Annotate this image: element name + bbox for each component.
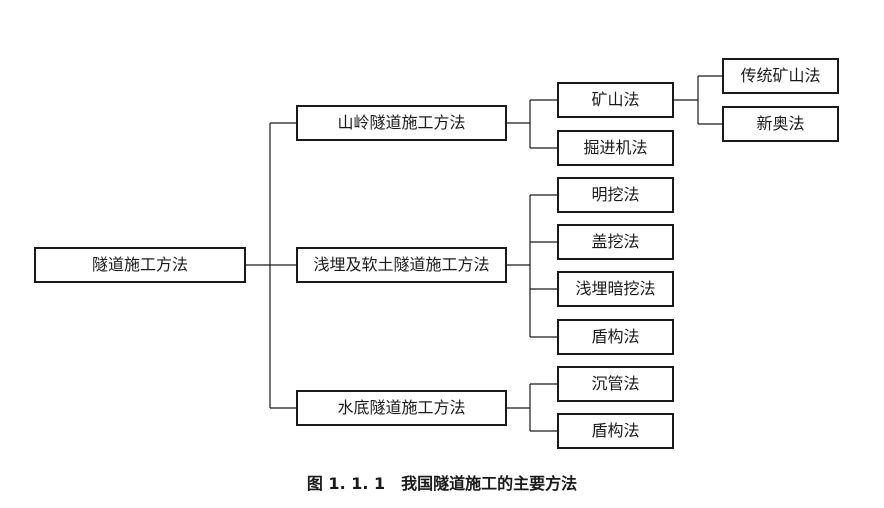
node-natm-label: 新奥法 — [756, 114, 804, 133]
node-traditional-mining-label: 传统矿山法 — [740, 66, 820, 85]
node-root: 隧道施工方法 — [34, 247, 246, 283]
node-tbm-method: 掘进机法 — [557, 130, 674, 166]
node-mining-method: 矿山法 — [557, 82, 674, 118]
connector-shallow — [506, 194, 558, 338]
node-cover-and-cut-label: 盖挖法 — [591, 232, 639, 251]
node-shallow-undercutting: 浅埋暗挖法 — [557, 271, 674, 307]
connector-mining — [673, 75, 723, 125]
connector-root — [245, 122, 297, 409]
node-cut-and-cover-label: 明挖法 — [591, 185, 639, 204]
node-natm: 新奥法 — [722, 106, 839, 142]
node-mountain-tunnel: 山岭隧道施工方法 — [296, 105, 507, 141]
node-cut-and-cover: 明挖法 — [557, 177, 674, 213]
tunnel-method-tree: 隧道施工方法 山岭隧道施工方法 浅埋及软土隧道施工方法 水底隧道施工方法 矿山法… — [34, 58, 839, 449]
node-root-label: 隧道施工方法 — [92, 255, 188, 274]
connector-underwater — [506, 383, 558, 432]
node-shield-method-shallow: 盾构法 — [557, 319, 674, 355]
node-traditional-mining: 传统矿山法 — [722, 58, 839, 94]
node-shield-method-shallow-label: 盾构法 — [591, 327, 639, 346]
node-cover-and-cut: 盖挖法 — [557, 224, 674, 260]
node-shield-method-underwater-label: 盾构法 — [591, 421, 639, 440]
node-shallow-undercutting-label: 浅埋暗挖法 — [575, 279, 655, 298]
node-mountain-tunnel-label: 山岭隧道施工方法 — [337, 113, 465, 132]
node-shield-method-underwater: 盾构法 — [557, 413, 674, 449]
figure-caption: 图 1. 1. 1 我国隧道施工的主要方法 — [306, 474, 578, 493]
connector-mountain — [506, 99, 558, 149]
node-mining-method-label: 矿山法 — [591, 90, 639, 109]
node-underwater-tunnel-label: 水底隧道施工方法 — [337, 398, 465, 417]
node-immersed-tube: 沉管法 — [557, 366, 674, 402]
node-immersed-tube-label: 沉管法 — [591, 374, 639, 393]
node-shallow-soft-tunnel-label: 浅埋及软土隧道施工方法 — [313, 255, 489, 274]
node-tbm-method-label: 掘进机法 — [583, 138, 647, 157]
node-underwater-tunnel: 水底隧道施工方法 — [296, 390, 507, 426]
node-shallow-soft-tunnel: 浅埋及软土隧道施工方法 — [296, 247, 507, 283]
